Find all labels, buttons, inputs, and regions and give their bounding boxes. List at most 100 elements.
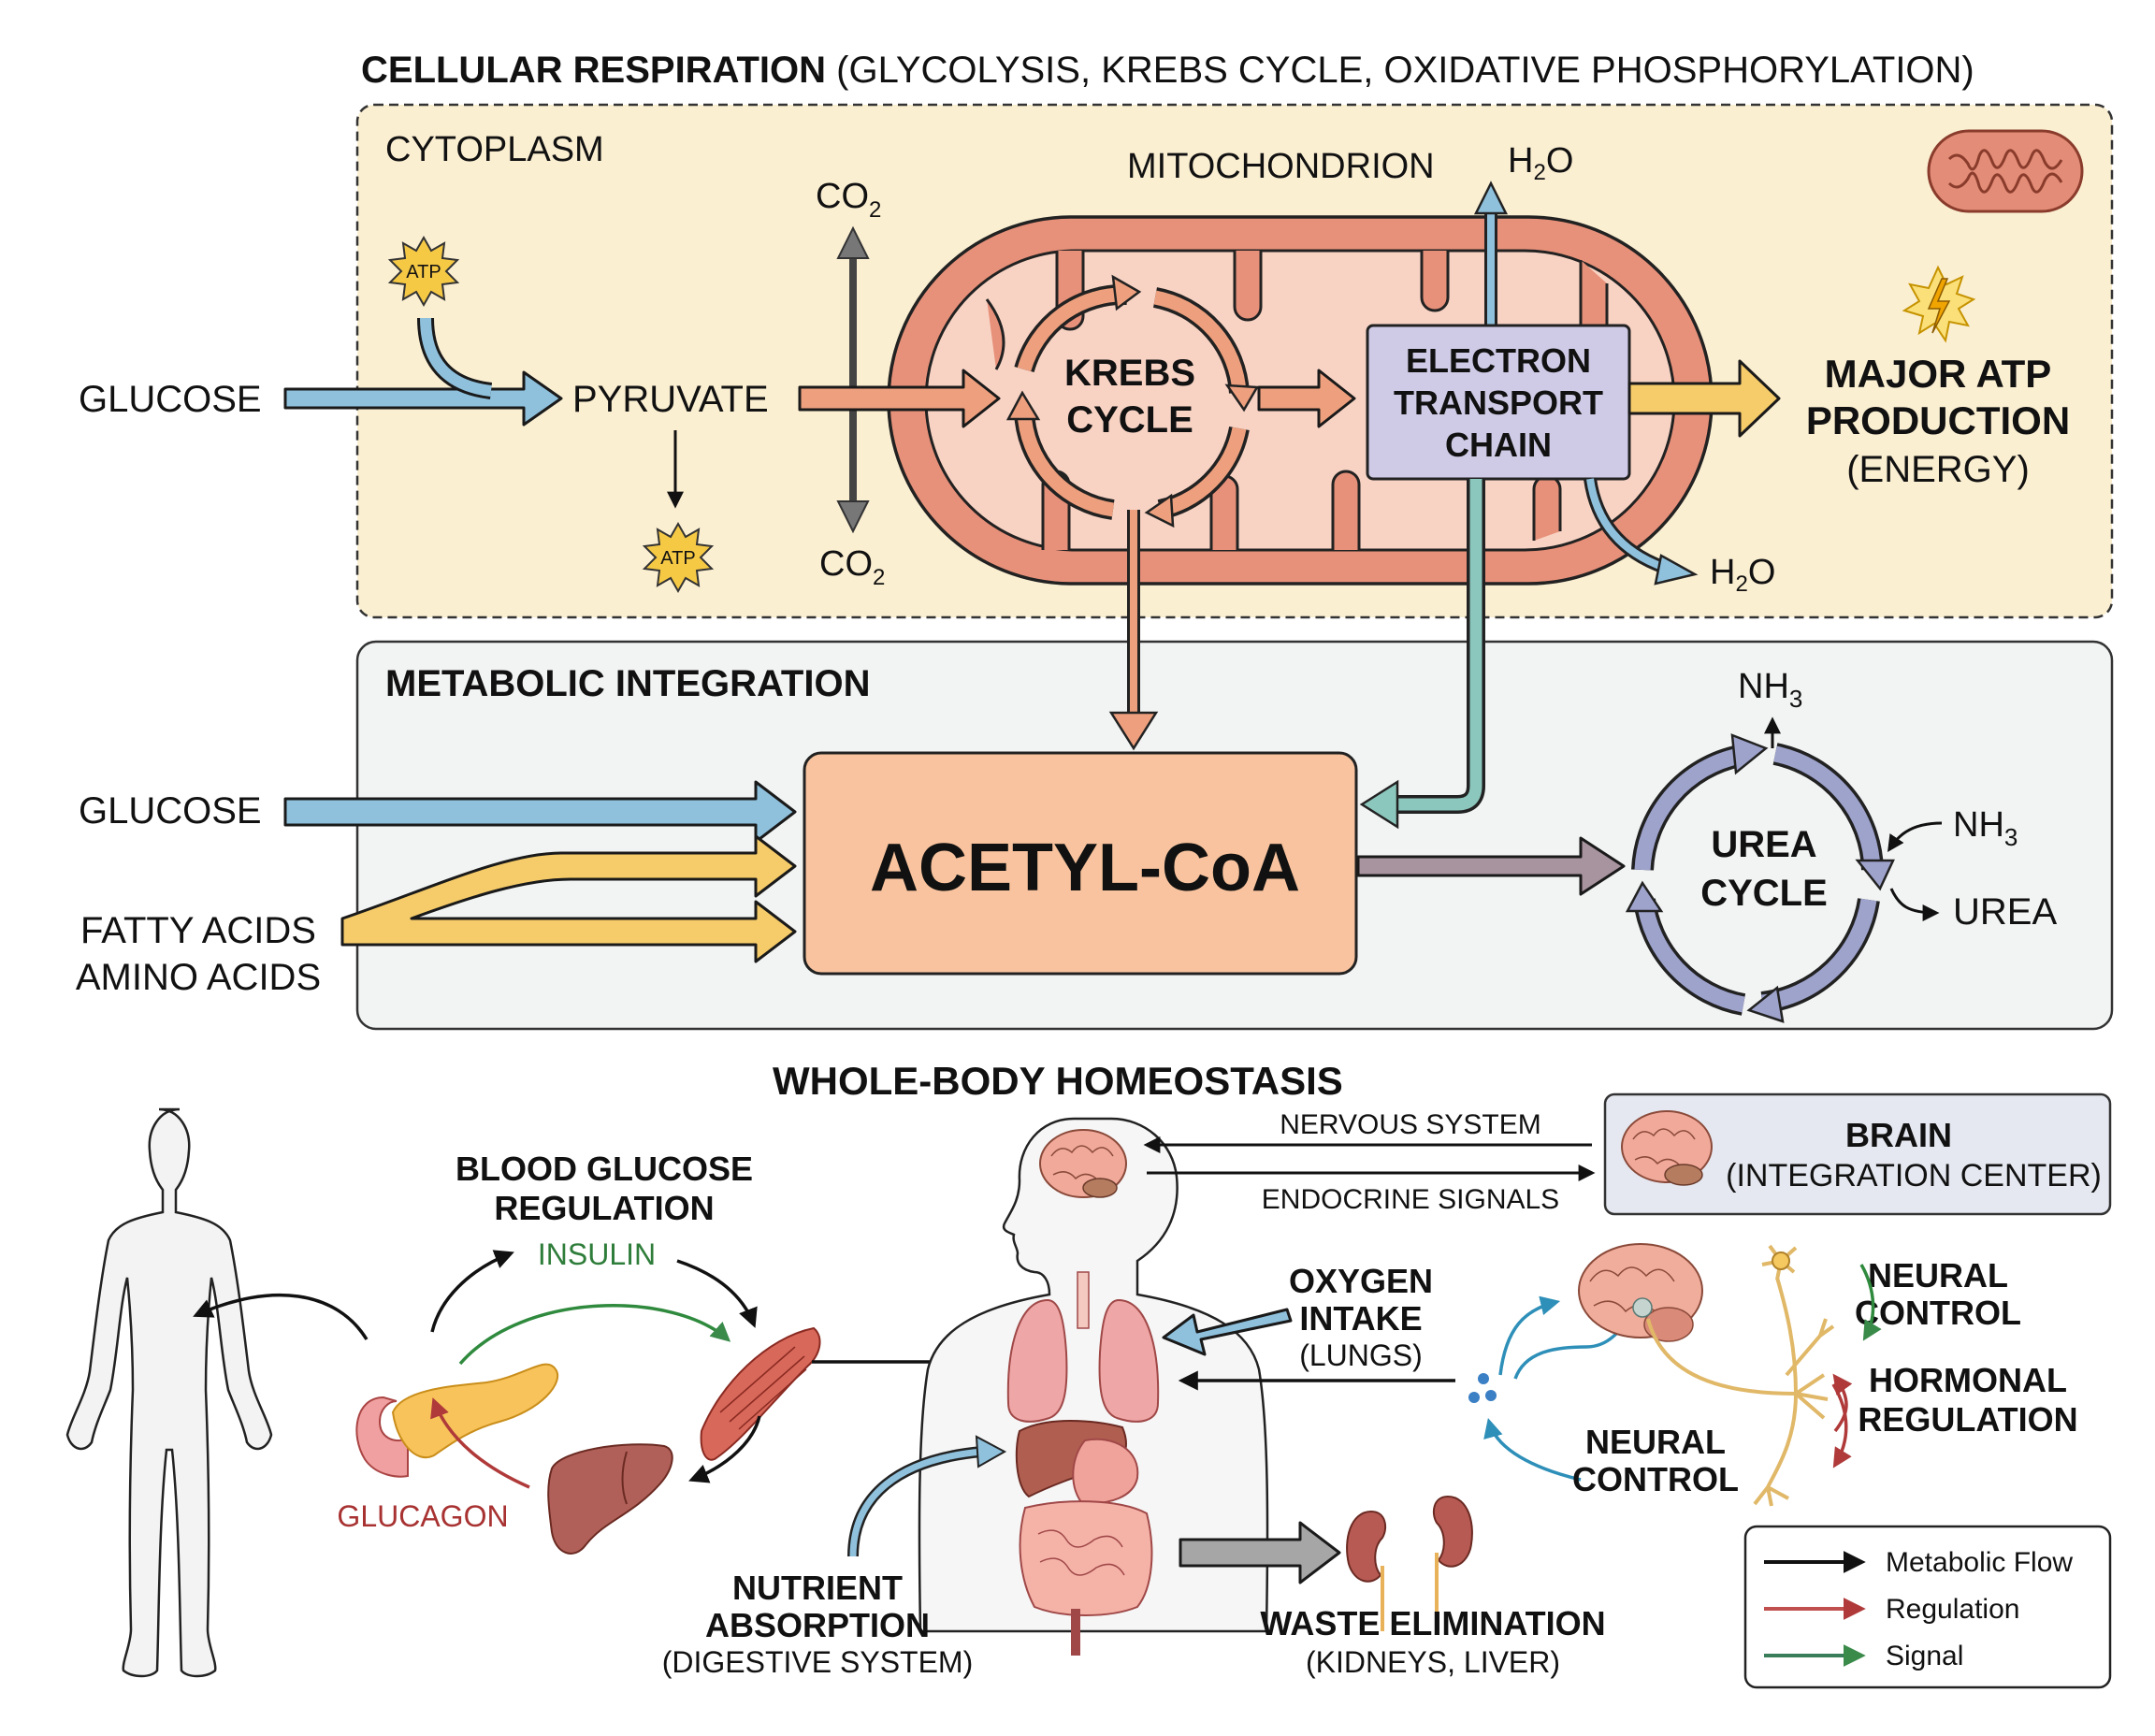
etc-label-2: TRANSPORT (1394, 383, 1603, 422)
brain-integration-box (1603, 1092, 2112, 1216)
nh3-label-top: NH3 (1738, 667, 1802, 713)
atp-label-bottom: ATP (660, 548, 695, 569)
legend-regulation-label: Regulation (1886, 1594, 2019, 1625)
urea-cycle (1625, 733, 1895, 1023)
neural-control-label-1-right: NEURAL (1868, 1256, 2008, 1295)
insulin-label: INSULIN (538, 1237, 656, 1271)
integration-heading: METABOLIC INTEGRATION (385, 663, 870, 704)
waste-label-1: WASTE ELIMINATION (1260, 1604, 1605, 1642)
neuron-icon (1646, 1244, 1835, 1507)
title-subtitle: (GLYCOLYSIS, KREBS CYCLE, OXIDATIVE PHOS… (826, 50, 1974, 91)
insulin-to-muscle-arrow (676, 1259, 758, 1328)
brain-icon (1621, 1110, 1713, 1186)
krebs-cycle (1005, 274, 1260, 528)
h2o-label-bottom: H2O (1710, 553, 1775, 597)
energy-lightning-icon (1902, 265, 1976, 343)
blood-glucose-label-2: REGULATION (494, 1189, 714, 1227)
brain-label-1: BRAIN (1845, 1116, 1952, 1154)
nutrient-absorption-arrow (849, 1448, 983, 1557)
amino-acids-label: AMINO ACIDS (76, 957, 321, 998)
urea-label-2: CYCLE (1700, 873, 1828, 914)
glucose-to-acetyl-arrow (283, 780, 797, 844)
nh3-in-arrow (1887, 821, 1943, 852)
liver-icon (547, 1443, 673, 1555)
muscle-to-liver-arrow (688, 1415, 761, 1483)
etc-to-acetyl-arrow (1394, 479, 1482, 811)
cytoplasm-label: CYTOPLASM (385, 130, 604, 169)
digestive-organs-icon (1015, 1420, 1153, 1656)
h2o-label-top: H2O (1508, 141, 1573, 185)
major-atp-label-3: (ENERGY) (1846, 449, 2030, 490)
etc-label-3: CHAIN (1445, 426, 1552, 464)
title-bold: CELLULAR RESPIRATION (361, 50, 826, 91)
brain-icon-head (1039, 1129, 1127, 1198)
neural-control-label-2-bottom: CONTROL (1572, 1460, 1739, 1498)
legend-box (1743, 1525, 2112, 1689)
krebs-label-2: CYCLE (1066, 399, 1193, 441)
urea-out-arrow (1889, 888, 1940, 921)
hormonal-label-1: HORMONAL (1869, 1361, 2067, 1399)
atp-starburst-bottom: ATP (642, 521, 715, 594)
hormonal-regulation-arrow-up (1832, 1373, 1853, 1433)
pyruvate-to-krebs-arrow (798, 369, 1001, 428)
diagram-title: CELLULAR RESPIRATION (GLYCOLYSIS, KREBS … (361, 50, 1974, 91)
acetyl-coa-box (803, 751, 1358, 976)
waste-label-2: (KIDNEYS, LIVER) (1306, 1645, 1560, 1679)
nh3-label-right: NH3 (1953, 805, 2018, 851)
kidneys-icon (1346, 1495, 1473, 1631)
acetyl-to-urea-arrow (1356, 836, 1626, 896)
mitochondrion-icon (1927, 129, 2084, 213)
signal-dots (1468, 1373, 1497, 1403)
legend-metabolic-flow-label: Metabolic Flow (1886, 1547, 2073, 1578)
mitochondrion-label: MITOCHONDRION (1127, 147, 1435, 186)
co2-exchange-arrow (836, 225, 870, 534)
pancreas-to-body-arrow (193, 1293, 369, 1340)
neural-control-label-1-bottom: NEURAL (1585, 1423, 1726, 1461)
neural-control-signal-arrow (1859, 1264, 1882, 1341)
oxygen-label-2: INTAKE (1299, 1299, 1422, 1338)
co2-label-bottom: CO2 (819, 544, 885, 590)
atp-input-arrow (420, 317, 492, 397)
insulin-signal-arrow (458, 1304, 731, 1366)
co2-label-top: CO2 (816, 177, 881, 223)
waste-elimination-arrow (1179, 1521, 1341, 1584)
hormonal-label-2: REGULATION (1858, 1400, 2077, 1439)
atp-label-top: ATP (406, 262, 441, 282)
signal-to-brain-arrow-1 (1498, 1295, 1561, 1376)
acetyl-coa-label: ACETYL-CoA (870, 831, 1300, 905)
pyruvate-label: PYRUVATE (572, 379, 769, 420)
lungs-icon (1006, 1271, 1160, 1423)
krebs-to-etc-arrow (1257, 369, 1356, 428)
muscle-icon (700, 1326, 821, 1461)
krebs-label-1: KREBS (1064, 353, 1195, 394)
etc-to-atp-arrow (1627, 359, 1781, 438)
glucagon-label: GLUCAGON (337, 1499, 508, 1533)
oxygen-label-1: OXYGEN (1289, 1262, 1433, 1300)
fatty-amino-to-acetyl-arrow (340, 834, 797, 963)
neural-control-label-2-right: CONTROL (1855, 1294, 2021, 1332)
glucagon-regulation-arrow (430, 1397, 530, 1489)
nutrient-label-2: ABSORPTION (705, 1606, 930, 1644)
oxygen-intake-arrow (1162, 1308, 1293, 1356)
neural-control-return-arrow (1483, 1417, 1582, 1482)
brain-label-2: (INTEGRATION CENTER) (1726, 1158, 2102, 1194)
nutrient-label-3: (DIGESTIVE SYSTEM) (662, 1645, 973, 1679)
major-atp-label-2: PRODUCTION (1806, 398, 2070, 442)
fatty-acids-label: FATTY ACIDS (80, 910, 316, 951)
glucose-to-pyruvate-arrow (283, 370, 563, 427)
integration-glucose-label: GLUCOSE (79, 790, 262, 832)
urea-label-1: UREA (1711, 824, 1816, 865)
legend-signal-label: Signal (1886, 1641, 1963, 1671)
central-body-outline (918, 1117, 1269, 1633)
etc-label-1: ELECTRON (1406, 341, 1591, 380)
pancreas-icon (355, 1363, 558, 1478)
oxygen-label-3: (LUNGS) (1299, 1338, 1423, 1372)
legend: Metabolic Flow Regulation Signal (1743, 1525, 2112, 1689)
homeostasis-heading: WHOLE-BODY HOMEOSTASIS (773, 1059, 1343, 1103)
h2o-out-arrow (1586, 478, 1667, 571)
brain-sagittal-icon (1578, 1243, 1703, 1342)
human-body-outline (65, 1107, 273, 1678)
atp-starburst-top: ATP (387, 235, 460, 308)
glucose-label: GLUCOSE (79, 379, 262, 420)
